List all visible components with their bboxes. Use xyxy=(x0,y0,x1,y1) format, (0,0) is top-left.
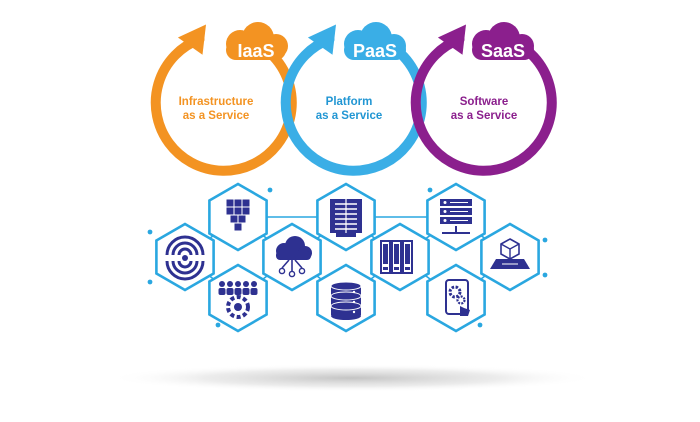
hex-cell-server-modules xyxy=(370,222,430,292)
cycle-line1-saas: Software xyxy=(460,96,509,108)
connector-dot xyxy=(147,279,153,285)
team-gear-icon xyxy=(218,281,258,319)
hex-cell-3d-cube-platform xyxy=(480,222,540,292)
connector-dot xyxy=(215,322,221,328)
cycle-saas: SaaS Software as a Service xyxy=(410,22,557,176)
server-modules-icon xyxy=(380,240,413,274)
mobile-app-gear-icon xyxy=(445,279,470,316)
storage-cubes-icon xyxy=(226,199,250,231)
cycle-line1-iaas: Infrastructure xyxy=(179,96,254,108)
cycle-line2-saas: as a Service xyxy=(451,110,518,122)
floor-shadow xyxy=(107,364,597,392)
cycle-iaas: IaaS Infrastructure as a Service xyxy=(150,22,297,176)
connector-dot xyxy=(147,229,153,235)
arrow-head-saas xyxy=(437,24,467,55)
cycle-line1-paas: Platform xyxy=(326,96,373,108)
hex-cell-database xyxy=(316,263,376,333)
3d-cube-platform-icon xyxy=(490,238,530,269)
connector-dot xyxy=(542,237,548,243)
hex-cell-wifi-signal xyxy=(155,222,215,292)
connector-dot xyxy=(477,322,483,328)
connector-dot xyxy=(542,272,548,278)
cycle-line2-paas: as a Service xyxy=(316,110,383,122)
connector-dot xyxy=(267,187,273,193)
cloud-badge-iaas: IaaS xyxy=(226,22,288,61)
hexagon-frame xyxy=(426,263,486,333)
server-stack-network-icon xyxy=(440,199,472,234)
hexagon-network xyxy=(147,182,548,333)
cycle-arrow-saas xyxy=(410,34,557,176)
hex-cell-storage-cubes xyxy=(208,182,268,252)
hexagon-frame xyxy=(208,182,268,252)
cycle-paas: PaaS Platform as a Service xyxy=(280,22,427,176)
cycle-title-saas: SaaS xyxy=(481,41,525,61)
hex-cell-team-gear xyxy=(208,263,268,333)
cloud-badge-paas: PaaS xyxy=(344,22,406,61)
hex-cell-server-rack xyxy=(316,182,376,252)
arrow-head-paas xyxy=(307,24,337,55)
server-rack-icon xyxy=(330,199,362,237)
hex-cell-mobile-app-gear xyxy=(426,263,486,333)
connector-dot xyxy=(427,187,433,193)
cloud-badge-saas: SaaS xyxy=(472,22,534,61)
cycle-title-iaas: IaaS xyxy=(237,41,274,61)
cycle-title-paas: PaaS xyxy=(353,41,397,61)
database-icon xyxy=(330,281,362,320)
arrow-head-iaas xyxy=(177,24,207,55)
cycle-line2-iaas: as a Service xyxy=(183,110,250,122)
cloud-network-icon xyxy=(276,236,312,278)
hex-cell-server-stack-network xyxy=(426,182,486,252)
wifi-signal-icon xyxy=(165,235,205,281)
hex-cell-cloud-network xyxy=(262,222,322,292)
